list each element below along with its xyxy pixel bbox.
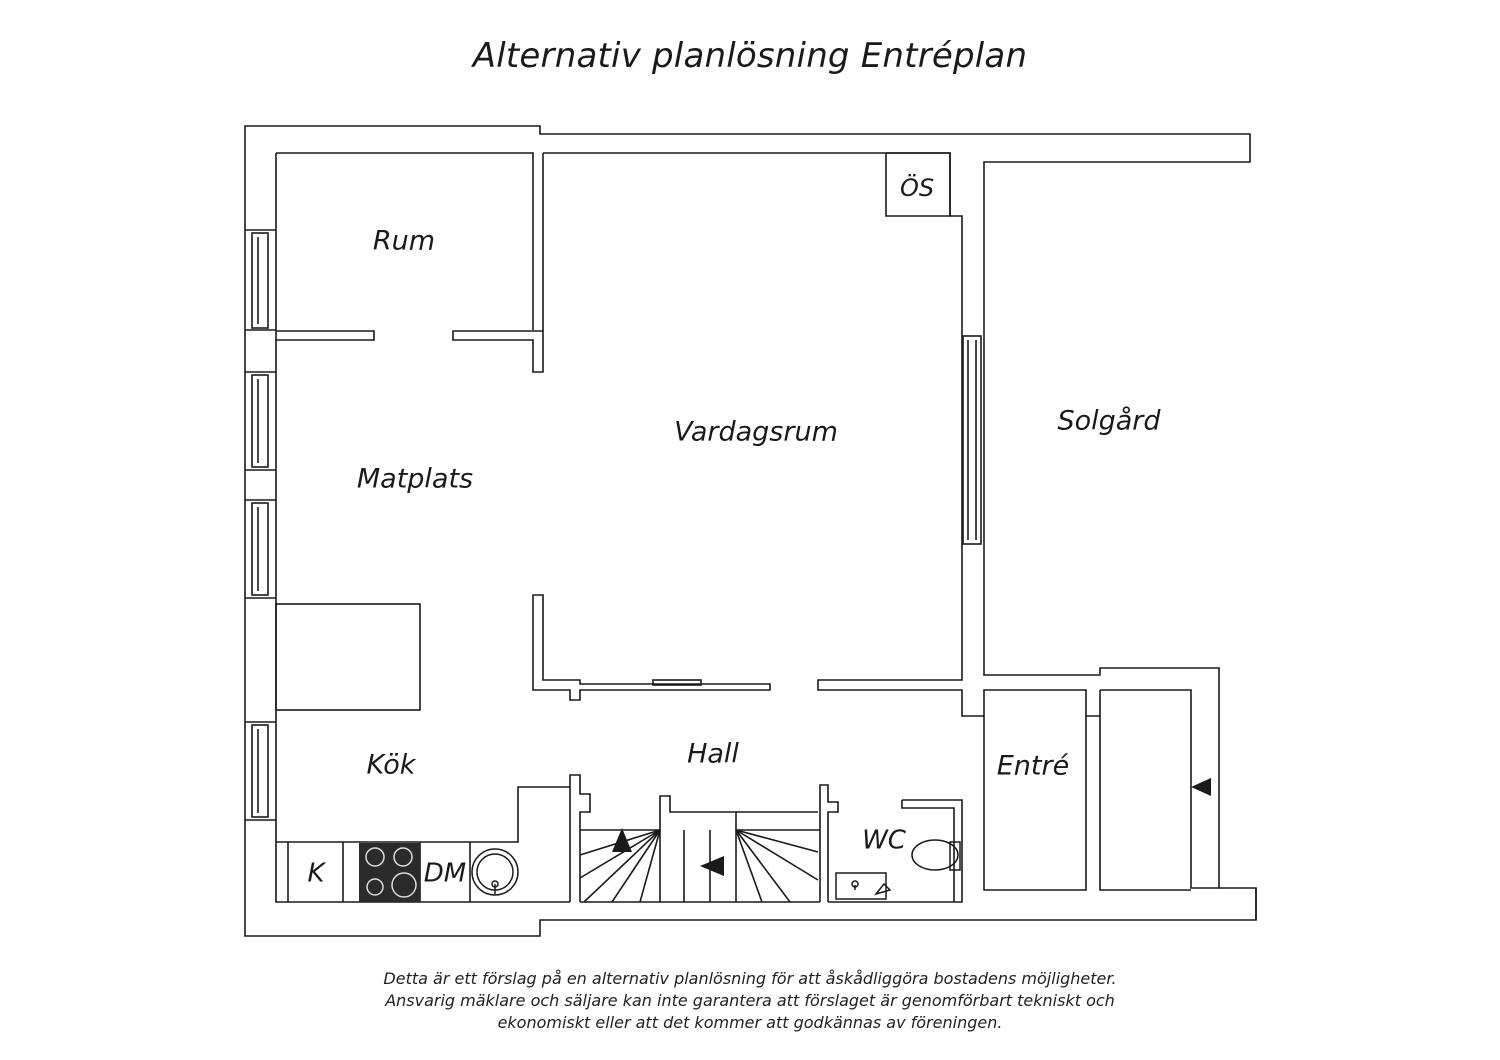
room-label-wc: WC: [862, 826, 907, 856]
kitchen-bench: [276, 786, 570, 843]
dishwasher-label: DM: [424, 859, 466, 889]
plan-title: Alternativ planlösning Entréplan: [472, 36, 1028, 76]
fridge-label: K: [307, 859, 326, 889]
stairs-arrow-icon: [612, 778, 1211, 876]
toilet-icon: [911, 839, 961, 871]
outer-wall: [244, 125, 1257, 937]
stair-right-wall: [819, 784, 839, 902]
room-label-hall: Hall: [687, 739, 739, 770]
room-label-os: ÖS: [900, 173, 934, 202]
disclaimer-line: Detta är ett förslag på en alternativ pl…: [383, 969, 1117, 988]
disclaimer-line: Ansvarig mäklare och säljare kan inte ga…: [385, 991, 1115, 1010]
rum-wall-left: [276, 330, 375, 341]
room-label-solgard: Solgård: [1057, 406, 1161, 437]
vardagsrum-bottom-left: [532, 594, 771, 701]
outer-wall-inner: [275, 153, 570, 903]
os-cabinet: [817, 152, 1100, 717]
disclaimer: Detta är ett förslag på en alternativ pl…: [0, 968, 1500, 1034]
room-label-entre: Entré: [997, 751, 1069, 782]
rum-wall-right: [452, 330, 544, 373]
west-windows: [245, 229, 276, 821]
wc-wall: [828, 799, 963, 903]
room-label-rum: Rum: [373, 226, 435, 257]
vardagsrum-ceiling: [543, 152, 951, 217]
room-label-vardagsrum: Vardagsrum: [674, 417, 838, 448]
entre-wall: [983, 716, 1087, 891]
sliding-door: [652, 679, 702, 686]
solgard-window: [962, 335, 982, 545]
stair-top: [580, 795, 820, 831]
kitchen-counter: [275, 603, 421, 711]
washbasin-icon: [835, 872, 892, 900]
stair-wall: [569, 774, 591, 902]
disclaimer-line: ekonomiskt eller att det kommer att godk…: [497, 1013, 1003, 1032]
stove-icon: [359, 843, 420, 902]
room-label-kok: Kök: [367, 750, 417, 781]
sink-icon: [471, 848, 519, 896]
top-wall-inner: [276, 152, 534, 330]
stairs: [579, 829, 820, 903]
room-label-matplats: Matplats: [357, 464, 473, 495]
